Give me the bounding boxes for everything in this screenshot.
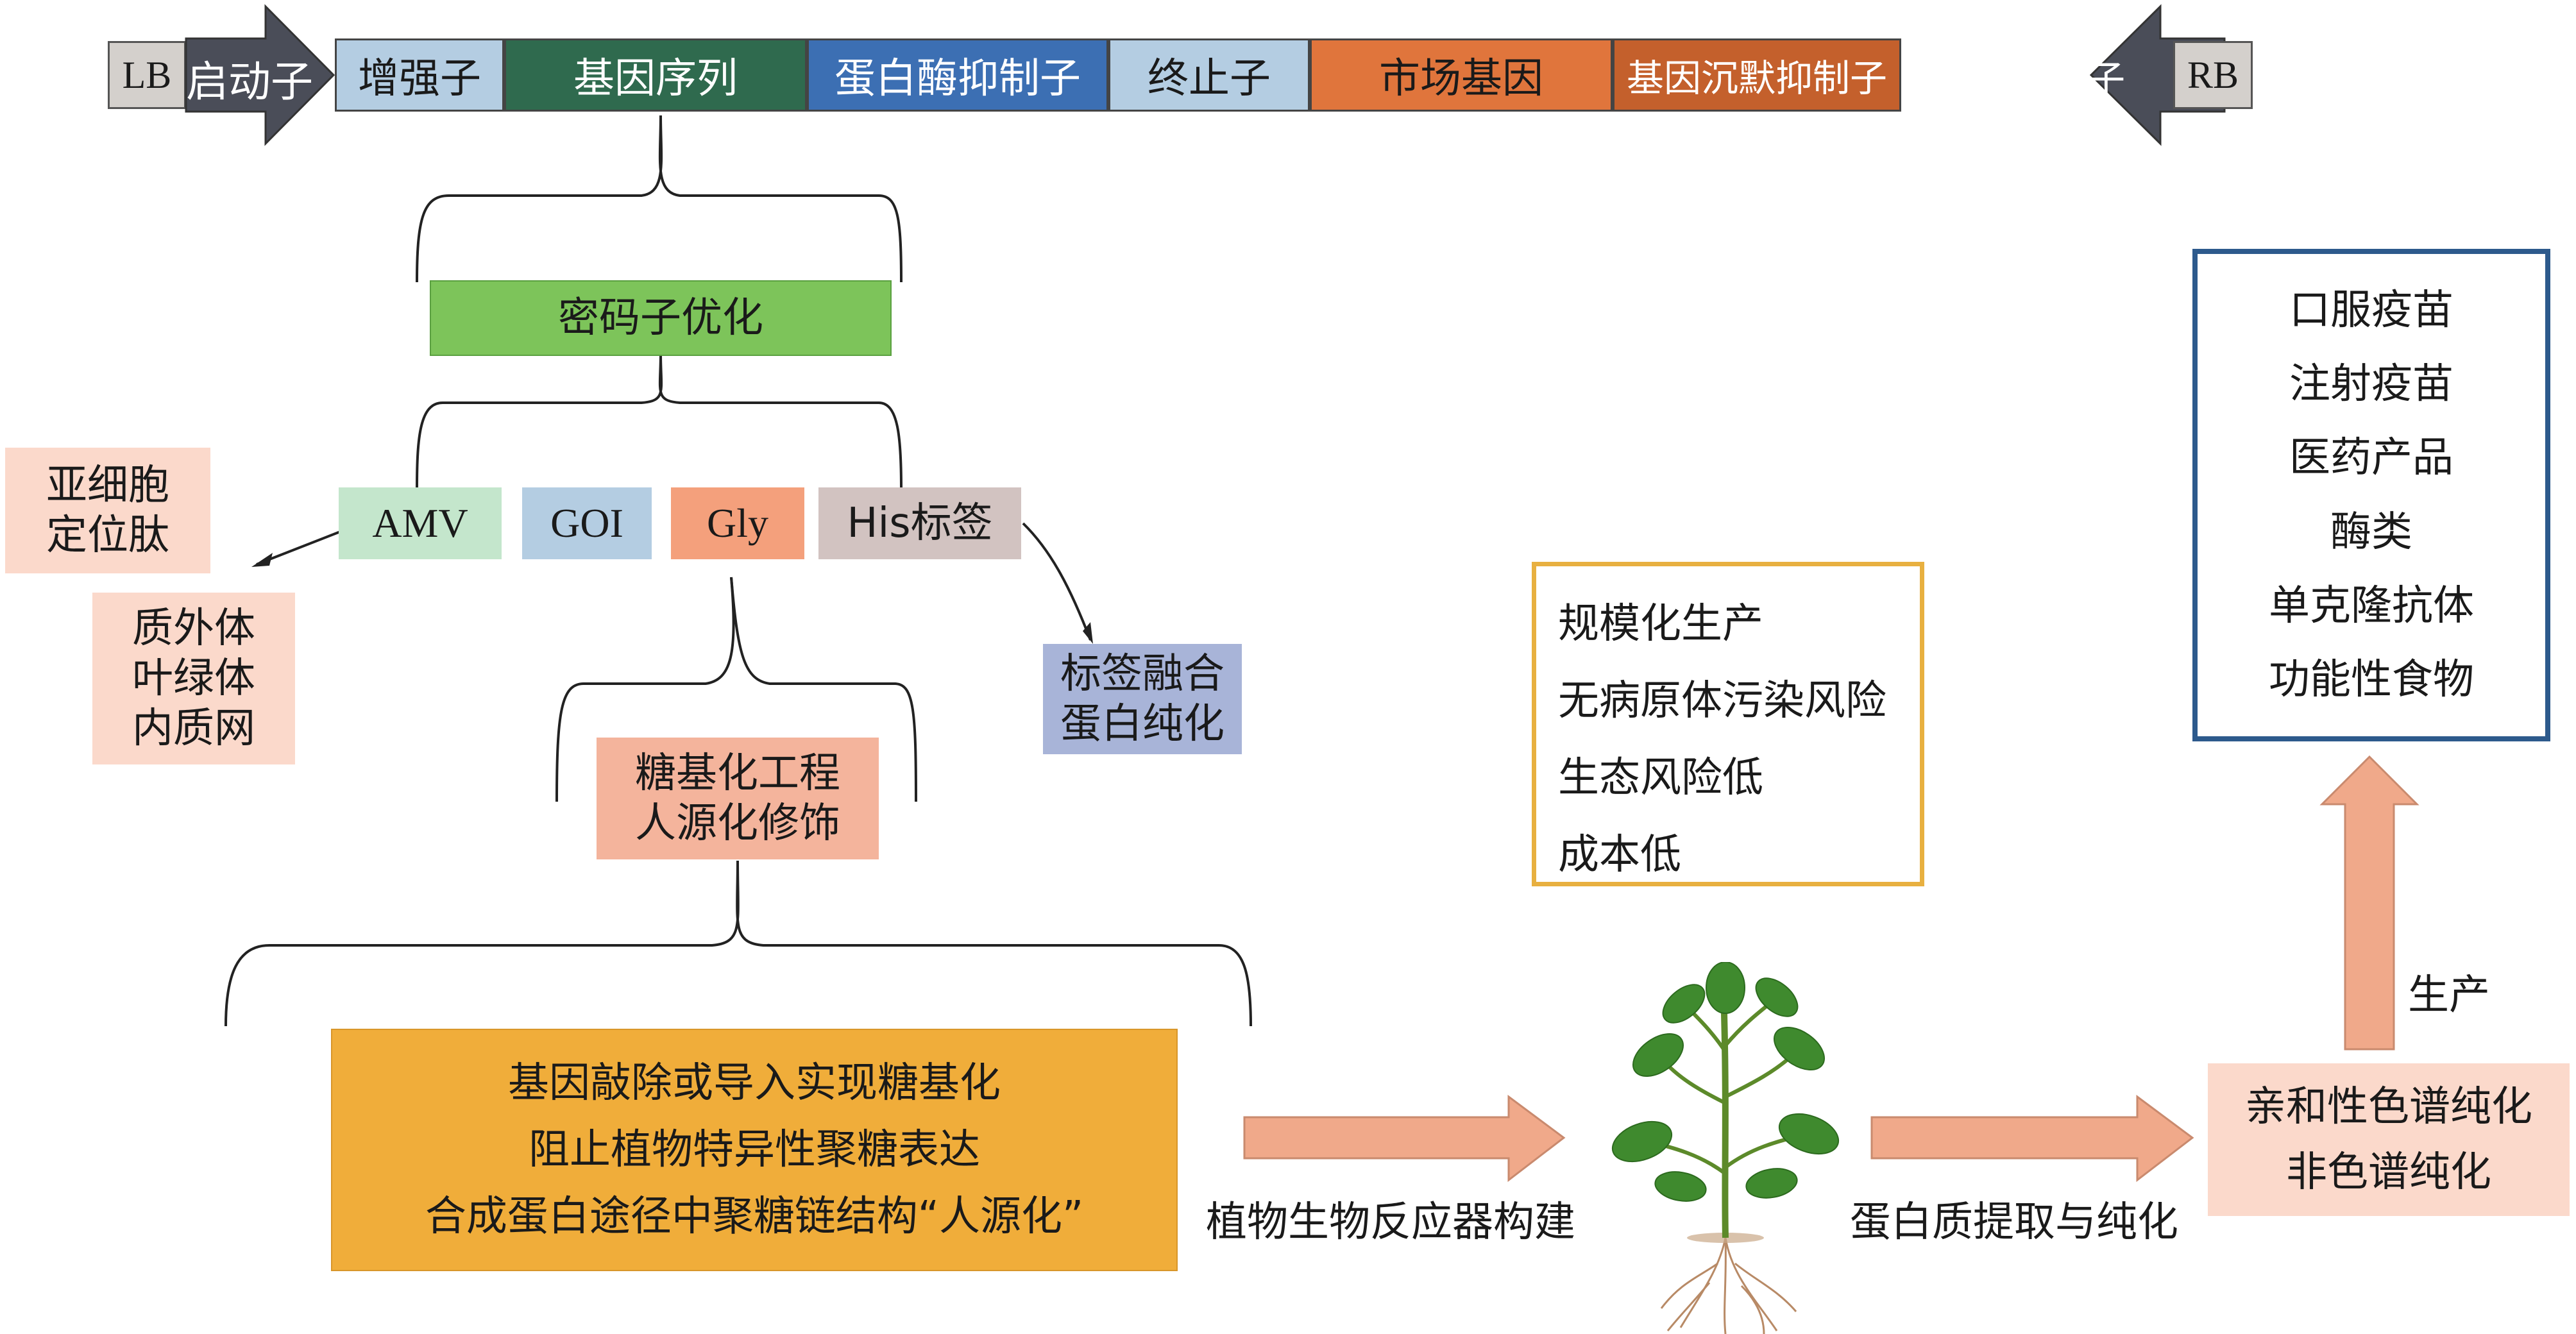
lb-box: LB [108, 41, 186, 109]
production-arrow [2319, 755, 2419, 1051]
purification-line-2: 非色谱纯化 [2286, 1149, 2491, 1196]
extraction-arrow [1870, 1095, 2194, 1183]
glyco-line-2: 人源化修饰 [635, 800, 840, 847]
product-item: 医药产品 [2289, 434, 2453, 482]
his-tag-box: His标签 [818, 487, 1021, 559]
protease-inhibitor-label: 蛋白酶抑制子 [835, 55, 1081, 103]
subcellular-targets-box: 质外体 叶绿体 内质网 [92, 593, 295, 764]
marker-gene-label: 市场基因 [1379, 55, 1543, 103]
purification-line-1: 亲和性色谱纯化 [2245, 1083, 2532, 1131]
terminator-segment: 终止子 [1108, 38, 1310, 112]
glyco-line-1: 糖基化工程 [635, 749, 840, 797]
silencing-suppressor-label: 基因沉默抑制子 [1626, 56, 1887, 100]
gene-sequence-label: 基因序列 [573, 55, 738, 103]
glyco-method-2: 阻止植物特异性聚糖表达 [529, 1126, 980, 1174]
codon-optimization-label: 密码子优化 [558, 294, 763, 342]
target-apoplast: 质外体 [132, 604, 255, 652]
product-item: 酶类 [2330, 508, 2412, 556]
product-item: 单克隆抗体 [2269, 582, 2474, 630]
advantage-item: 无病原体污染风险 [1558, 677, 1886, 725]
codon-optimization-box: 密码子优化 [430, 280, 892, 356]
extraction-label: 蛋白质提取与纯化 [1850, 1199, 2178, 1246]
protease-inhibitor-segment: 蛋白酶抑制子 [807, 38, 1108, 112]
glyco-methods-box: 基因敲除或导入实现糖基化 阻止植物特异性聚糖表达 合成蛋白途径中聚糖链结构“人源… [331, 1029, 1178, 1271]
production-label: 生产 [2408, 972, 2490, 1019]
advantage-item: 成本低 [1558, 831, 1681, 879]
purification-box: 亲和性色谱纯化 非色谱纯化 [2208, 1063, 2570, 1216]
tag-fusion-line-2: 蛋白纯化 [1060, 700, 1224, 748]
bioreactor-arrow [1243, 1095, 1566, 1183]
rb-box: RB [2173, 41, 2253, 109]
goi-label: GOI [550, 500, 623, 546]
bioreactor-label: 植物生物反应器构建 [1206, 1199, 1575, 1246]
glyco-method-3: 合成蛋白途径中聚糖链结构“人源化” [425, 1193, 1084, 1240]
plant-icon [1611, 962, 1840, 1334]
glyco-engineering-box: 糖基化工程 人源化修饰 [597, 738, 879, 859]
subcellular-line-1: 亚细胞 [46, 461, 169, 509]
subcellular-peptide-box: 亚细胞 定位肽 [5, 448, 210, 573]
target-er: 内质网 [132, 705, 255, 753]
his-tag-label: His标签 [847, 499, 993, 547]
gly-label: Gly [707, 500, 768, 546]
gly-box: Gly [671, 487, 804, 559]
enhancer-label: 增强子 [358, 55, 481, 103]
marker-gene-segment: 市场基因 [1310, 38, 1613, 112]
tag-fusion-line-1: 标签融合 [1060, 650, 1224, 698]
amv-label: AMV [372, 500, 468, 546]
silencing-suppressor-segment: 基因沉默抑制子 [1613, 38, 1901, 112]
terminator-label: 终止子 [1148, 55, 1271, 103]
goi-box: GOI [522, 487, 652, 559]
subcellular-line-2: 定位肽 [46, 512, 169, 559]
rb-label: RB [2187, 53, 2239, 96]
product-item: 功能性食物 [2269, 656, 2474, 704]
advantage-item: 生态风险低 [1558, 754, 1763, 802]
tag-fusion-box: 标签融合 蛋白纯化 [1043, 644, 1242, 754]
advantage-item: 规模化生产 [1558, 600, 1763, 648]
gene-sequence-segment: 基因序列 [504, 38, 807, 112]
product-item: 注射疫苗 [2289, 360, 2453, 408]
right-promoter-label: MOS启动子 [1922, 58, 2126, 103]
lb-label: LB [122, 53, 172, 96]
advantages-box: 规模化生产 无病原体污染风险 生态风险低 成本低 [1532, 562, 1924, 886]
target-chloroplast: 叶绿体 [132, 654, 255, 702]
enhancer-segment: 增强子 [335, 38, 504, 112]
amv-box: AMV [339, 487, 502, 559]
left-promoter-label: 启动子 [186, 57, 313, 106]
products-box: 口服疫苗 注射疫苗 医药产品 酶类 单克隆抗体 功能性食物 [2192, 249, 2550, 741]
product-item: 口服疫苗 [2289, 286, 2453, 334]
glyco-method-1: 基因敲除或导入实现糖基化 [508, 1060, 1001, 1107]
